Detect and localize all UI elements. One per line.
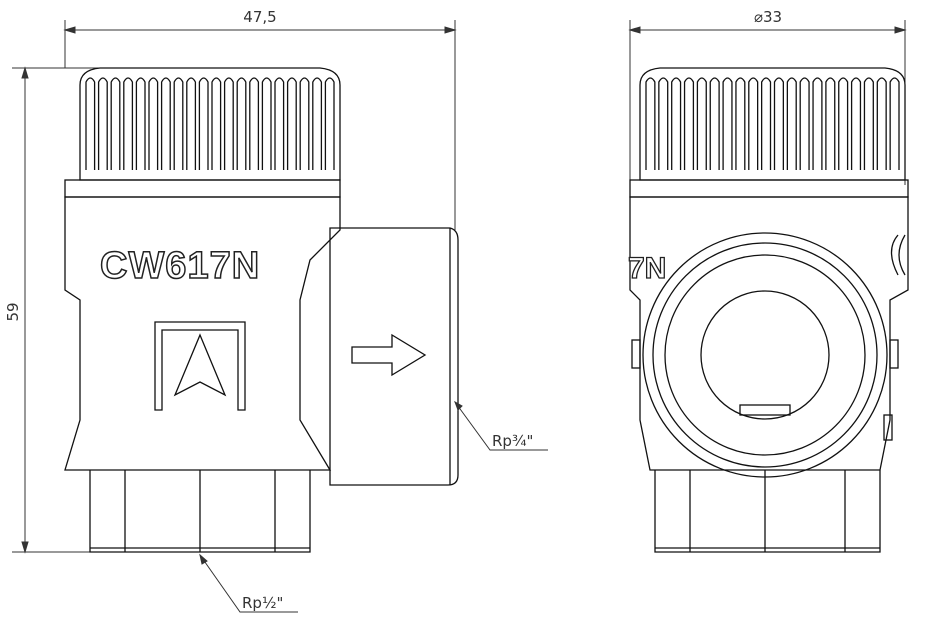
- cap: [79, 67, 341, 181]
- outlet-port: [329, 227, 459, 486]
- cap-ring: [64, 179, 341, 198]
- cap-rib: [889, 77, 900, 170]
- side-marking: 7N: [628, 252, 666, 285]
- cap-rib: [696, 77, 707, 170]
- cap-ribs: [85, 77, 335, 170]
- cap-rib: [186, 77, 197, 170]
- cap-rib: [236, 77, 247, 170]
- outlet-bore: [700, 290, 830, 420]
- inlet-thread-label: Rp½": [242, 594, 283, 612]
- cap-rib: [211, 77, 222, 170]
- cap-rib: [148, 77, 159, 170]
- cap-rib: [825, 77, 836, 170]
- width-dimension-label: 47,5: [243, 8, 276, 26]
- cap-rib: [748, 77, 759, 170]
- cap-rib: [160, 77, 171, 170]
- cap-ring: [629, 179, 909, 198]
- inlet-legs: [89, 470, 311, 553]
- outlet-thread-label: Rp¾": [492, 432, 533, 450]
- cap-rib: [97, 77, 108, 170]
- cap-rib: [312, 77, 323, 170]
- cap-rib: [173, 77, 184, 170]
- cap-rib: [135, 77, 146, 170]
- cap-rib: [645, 77, 656, 170]
- logo-frame: [154, 321, 246, 411]
- cap-rib: [249, 77, 260, 170]
- leader-lines: [199, 400, 548, 613]
- valve-front-view: [629, 67, 909, 553]
- cap-rib: [722, 77, 733, 170]
- cap-rib: [850, 77, 862, 170]
- cap-rib: [709, 77, 720, 170]
- dimension-height: [12, 66, 140, 554]
- cap-rib: [683, 77, 695, 170]
- cap-rib: [261, 77, 272, 170]
- cap-rib: [85, 77, 96, 170]
- cap-rib: [123, 77, 134, 170]
- height-dimension-label: 59: [4, 302, 22, 321]
- cap: [639, 67, 906, 181]
- cap-rib: [110, 77, 121, 170]
- diameter-dimension-label: ⌀33: [754, 8, 782, 26]
- cap-rib: [838, 77, 849, 170]
- logo-arrow-icon: [173, 333, 227, 397]
- cap-rib: [671, 77, 682, 170]
- cap-rib: [863, 77, 874, 170]
- flow-arrow-icon: [351, 333, 427, 377]
- cap-rib: [876, 77, 887, 170]
- inlet-legs: [654, 470, 881, 553]
- valve-side-view: [64, 67, 459, 553]
- valve-body: [64, 196, 341, 471]
- cap-rib: [773, 77, 784, 170]
- cap-rib: [658, 77, 669, 170]
- cap-ribs: [645, 77, 900, 170]
- cap-rib: [324, 77, 335, 170]
- cap-rib: [812, 77, 823, 170]
- cap-rib: [299, 77, 310, 170]
- cap-rib: [735, 77, 746, 170]
- cap-rib: [761, 77, 772, 170]
- dimension-width: [63, 20, 457, 230]
- cap-rib: [786, 77, 797, 170]
- cap-rib: [286, 77, 297, 170]
- outlet-flange: [642, 232, 888, 478]
- cap-rib: [799, 77, 810, 170]
- body-marking: CW617N: [100, 245, 260, 287]
- cap-rib: [223, 77, 234, 170]
- cap-rib: [198, 77, 209, 170]
- cap-rib: [274, 77, 285, 170]
- valve-body: [629, 196, 909, 471]
